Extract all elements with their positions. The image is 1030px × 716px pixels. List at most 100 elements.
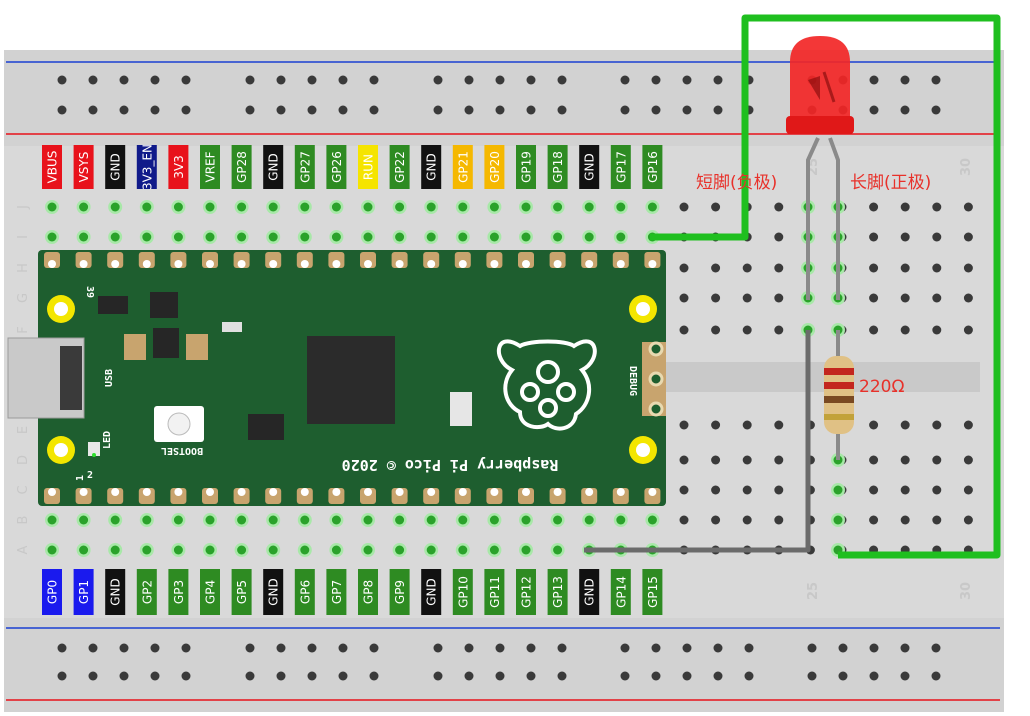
rail-hole bbox=[744, 643, 754, 653]
castellated-pads bbox=[44, 252, 661, 504]
pad-hole bbox=[142, 488, 151, 496]
top-pin-label: 3V3_EN bbox=[140, 144, 154, 190]
pad-hole bbox=[648, 488, 657, 496]
row-letter: F bbox=[16, 326, 31, 333]
rail-hole bbox=[838, 643, 848, 653]
breadboard-hole bbox=[679, 202, 689, 212]
rail-hole bbox=[338, 105, 348, 115]
pad-hole bbox=[142, 260, 151, 268]
breadboard-hole bbox=[711, 485, 721, 495]
breadboard-hole bbox=[110, 515, 120, 525]
pad-hole bbox=[332, 488, 341, 496]
breadboard-hole bbox=[774, 325, 784, 335]
rail-hole bbox=[307, 75, 317, 85]
rail-hole bbox=[276, 671, 286, 681]
rail-hole bbox=[620, 671, 630, 681]
rp2040-chip bbox=[307, 336, 395, 424]
breadboard-hole bbox=[553, 515, 563, 525]
breadboard-hole bbox=[711, 455, 721, 465]
bootsel-label: BOOTSEL bbox=[161, 445, 203, 456]
breadboard-hole bbox=[932, 263, 942, 273]
breadboard-hole bbox=[742, 325, 752, 335]
breadboard-hole bbox=[489, 232, 499, 242]
rail-hole bbox=[557, 75, 567, 85]
breadboard-hole bbox=[489, 545, 499, 555]
rail-hole bbox=[245, 105, 255, 115]
pico-board: Raspberry Pi Pico © 2020 USB LED BOOTSEL… bbox=[7, 250, 666, 506]
row-letter: D bbox=[16, 455, 31, 465]
bottom-pin-label-bg bbox=[358, 569, 378, 615]
breadboard-hole bbox=[331, 515, 341, 525]
breadboard-hole bbox=[47, 515, 57, 525]
rail-hole bbox=[651, 643, 661, 653]
rail-hole bbox=[900, 643, 910, 653]
top-pin-label-bg bbox=[358, 145, 378, 189]
breadboard-hole bbox=[869, 515, 879, 525]
top-pin-label: GP17 bbox=[614, 151, 628, 183]
breadboard-hole bbox=[237, 202, 247, 212]
breadboard-hole bbox=[553, 232, 563, 242]
top-pin-label: GND bbox=[267, 153, 281, 181]
rail-hole bbox=[807, 671, 817, 681]
rail-hole bbox=[682, 671, 692, 681]
top-pin-label: 3V3 bbox=[172, 155, 186, 178]
breadboard-hole bbox=[300, 202, 310, 212]
pad-hole bbox=[522, 488, 530, 496]
breadboard-hole bbox=[932, 515, 942, 525]
bottom-pin-label: GP5 bbox=[235, 580, 249, 604]
breadboard-hole bbox=[268, 515, 278, 525]
breadboard-hole bbox=[900, 455, 910, 465]
rail-hole bbox=[338, 75, 348, 85]
bottom-pin-label: GP11 bbox=[488, 576, 502, 608]
breadboard-hole bbox=[711, 420, 721, 430]
rail-hole bbox=[433, 643, 443, 653]
top-pin-label-bg bbox=[105, 145, 126, 189]
rail-hole bbox=[651, 75, 661, 85]
row-letter: B bbox=[16, 516, 31, 525]
rail-hole bbox=[276, 105, 286, 115]
rail-hole bbox=[526, 105, 536, 115]
breadboard-hole bbox=[774, 515, 784, 525]
rail-hole bbox=[181, 643, 191, 653]
breadboard-hole bbox=[173, 232, 183, 242]
breadboard-hole bbox=[173, 202, 183, 212]
rail-hole bbox=[713, 671, 723, 681]
rail-hole bbox=[807, 643, 817, 653]
bottom-pin-label: GP8 bbox=[362, 580, 376, 604]
breadboard-hole bbox=[521, 232, 531, 242]
rail-hole bbox=[307, 105, 317, 115]
column-number-25-bottom: 25 bbox=[806, 582, 821, 600]
breadboard-hole bbox=[900, 420, 910, 430]
pad-hole bbox=[79, 260, 88, 268]
rail-hole bbox=[682, 643, 692, 653]
pad-hole bbox=[364, 260, 372, 268]
breadboard-hole bbox=[869, 263, 879, 273]
pad-hole bbox=[269, 488, 278, 496]
rail-hole bbox=[620, 105, 630, 115]
pad-hole bbox=[332, 260, 341, 268]
top-pin-label-bg bbox=[642, 145, 663, 189]
bottom-pin-label-bg bbox=[73, 569, 94, 615]
bottom-pin-label-bg bbox=[263, 569, 284, 615]
bottom-pin-label-bg bbox=[168, 569, 189, 615]
rail-hole bbox=[464, 75, 474, 85]
pad-hole bbox=[300, 488, 309, 496]
breadboard-hole bbox=[742, 263, 752, 273]
row-letter: J bbox=[16, 205, 31, 210]
breadboard-hole bbox=[900, 202, 910, 212]
debug-label: DEBUG bbox=[627, 366, 638, 396]
bottom-pin-label: GP2 bbox=[140, 580, 154, 604]
breadboard-hole bbox=[521, 545, 531, 555]
breadboard-hole bbox=[142, 545, 152, 555]
breadboard-hole bbox=[205, 232, 215, 242]
breadboard-hole bbox=[869, 293, 879, 303]
rail-hole bbox=[526, 643, 536, 653]
breadboard-hole bbox=[679, 325, 689, 335]
breadboard-hole bbox=[679, 293, 689, 303]
pin2-label: 2 bbox=[87, 470, 93, 481]
top-pin-label-bg bbox=[326, 145, 347, 189]
top-pin-label: GP20 bbox=[488, 151, 502, 183]
rail-hole bbox=[307, 671, 317, 681]
rail-hole bbox=[276, 643, 286, 653]
